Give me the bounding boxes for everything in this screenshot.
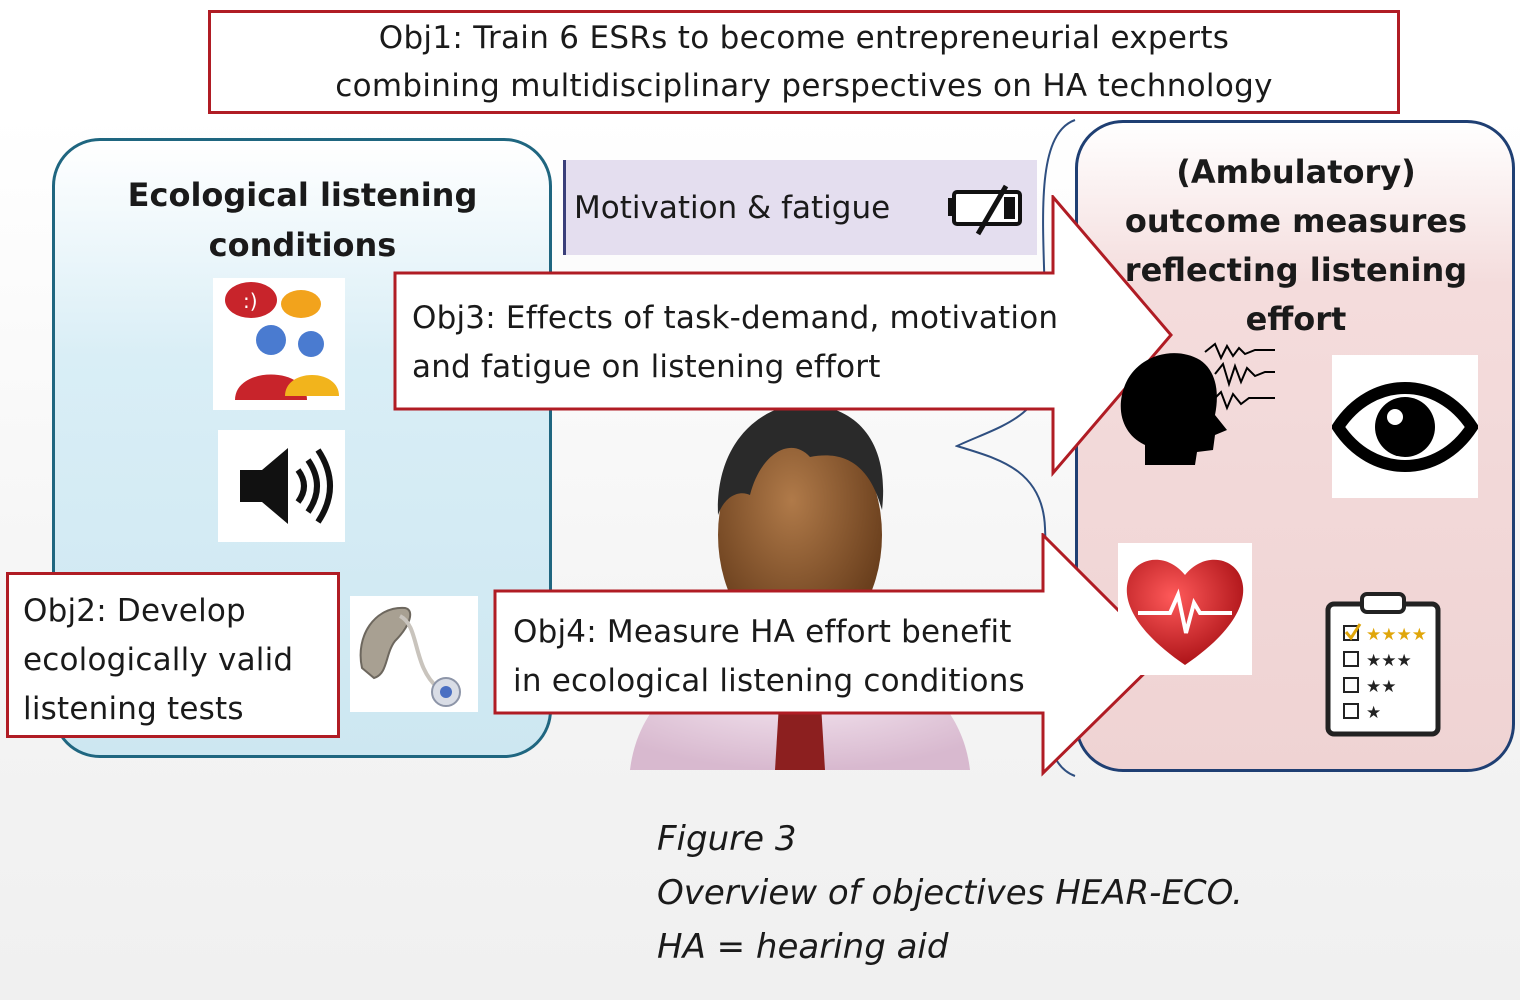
obj3-text: Obj3: Effects of task-demand, motivation… — [412, 294, 1058, 392]
right-title-line3: reflecting listening — [1124, 251, 1468, 289]
obj3-line1: Obj3: Effects of task-demand, motivation — [412, 300, 1059, 336]
heart-pulse-tile — [1118, 543, 1252, 675]
obj2-box: Obj2: Develop ecologically valid listeni… — [6, 572, 340, 738]
heart-pulse-icon — [1126, 559, 1244, 665]
svg-text:★★★: ★★★ — [1366, 651, 1412, 671]
right-title-line1: (Ambulatory) — [1176, 153, 1416, 191]
obj2-line1: Obj2: Develop — [23, 593, 246, 629]
obj1-line2: combining multidisciplinary perspectives… — [335, 68, 1273, 104]
rating-clipboard-icon: ★★★★ ★★★ ★★ ★ — [1325, 592, 1441, 737]
hearing-aid-tile — [350, 596, 478, 712]
svg-text::): :) — [243, 289, 258, 313]
caption-line2: Overview of objectives HEAR-ECO. — [657, 873, 1243, 913]
caption-line1: Figure 3 — [657, 819, 797, 859]
left-title-line2: conditions — [208, 226, 397, 264]
obj2-line3: listening tests — [23, 691, 244, 727]
obj2-line2: ecologically valid — [23, 642, 294, 678]
ecological-conditions-title: Ecological listening conditions — [100, 170, 505, 270]
speaker-tile — [218, 430, 345, 542]
right-title-line4: effort — [1245, 300, 1347, 338]
hearing-aid-icon — [359, 606, 461, 707]
head-eeg-icon — [1120, 342, 1275, 465]
svg-text:★: ★ — [1366, 703, 1381, 723]
conversation-people-icon: :) — [225, 282, 339, 400]
speaker-icon — [240, 448, 333, 524]
obj4-line1: Obj4: Measure HA effort benefit — [513, 614, 1012, 650]
obj3-line2: and fatigue on listening effort — [412, 349, 881, 385]
obj1-box: Obj1: Train 6 ESRs to become entrepreneu… — [208, 10, 1400, 114]
obj4-text: Obj4: Measure HA effort benefit in ecolo… — [513, 608, 1025, 706]
figure-caption: Figure 3 Overview of objectives HEAR-ECO… — [657, 812, 1243, 974]
eye-icon — [1332, 382, 1478, 472]
outcome-measures-title: (Ambulatory) outcome measures reflecting… — [1110, 148, 1482, 344]
svg-text:★★★★: ★★★★ — [1366, 625, 1427, 645]
obj1-line1: Obj1: Train 6 ESRs to become entrepreneu… — [378, 20, 1230, 56]
obj3-arrow — [393, 195, 1173, 478]
conversation-people-tile: :) — [213, 278, 345, 410]
right-title-line2: outcome measures — [1124, 202, 1468, 240]
motivation-fatigue-label: Motivation & fatigue — [574, 190, 891, 226]
left-title-line1: Ecological listening — [127, 176, 478, 214]
eye-tile — [1332, 355, 1478, 498]
svg-text:★★: ★★ — [1366, 677, 1396, 697]
battery-low-icon — [948, 184, 1022, 236]
caption-line3: HA = hearing aid — [657, 927, 949, 967]
obj4-arrow — [493, 533, 1166, 777]
obj4-line2: in ecological listening conditions — [513, 663, 1025, 699]
